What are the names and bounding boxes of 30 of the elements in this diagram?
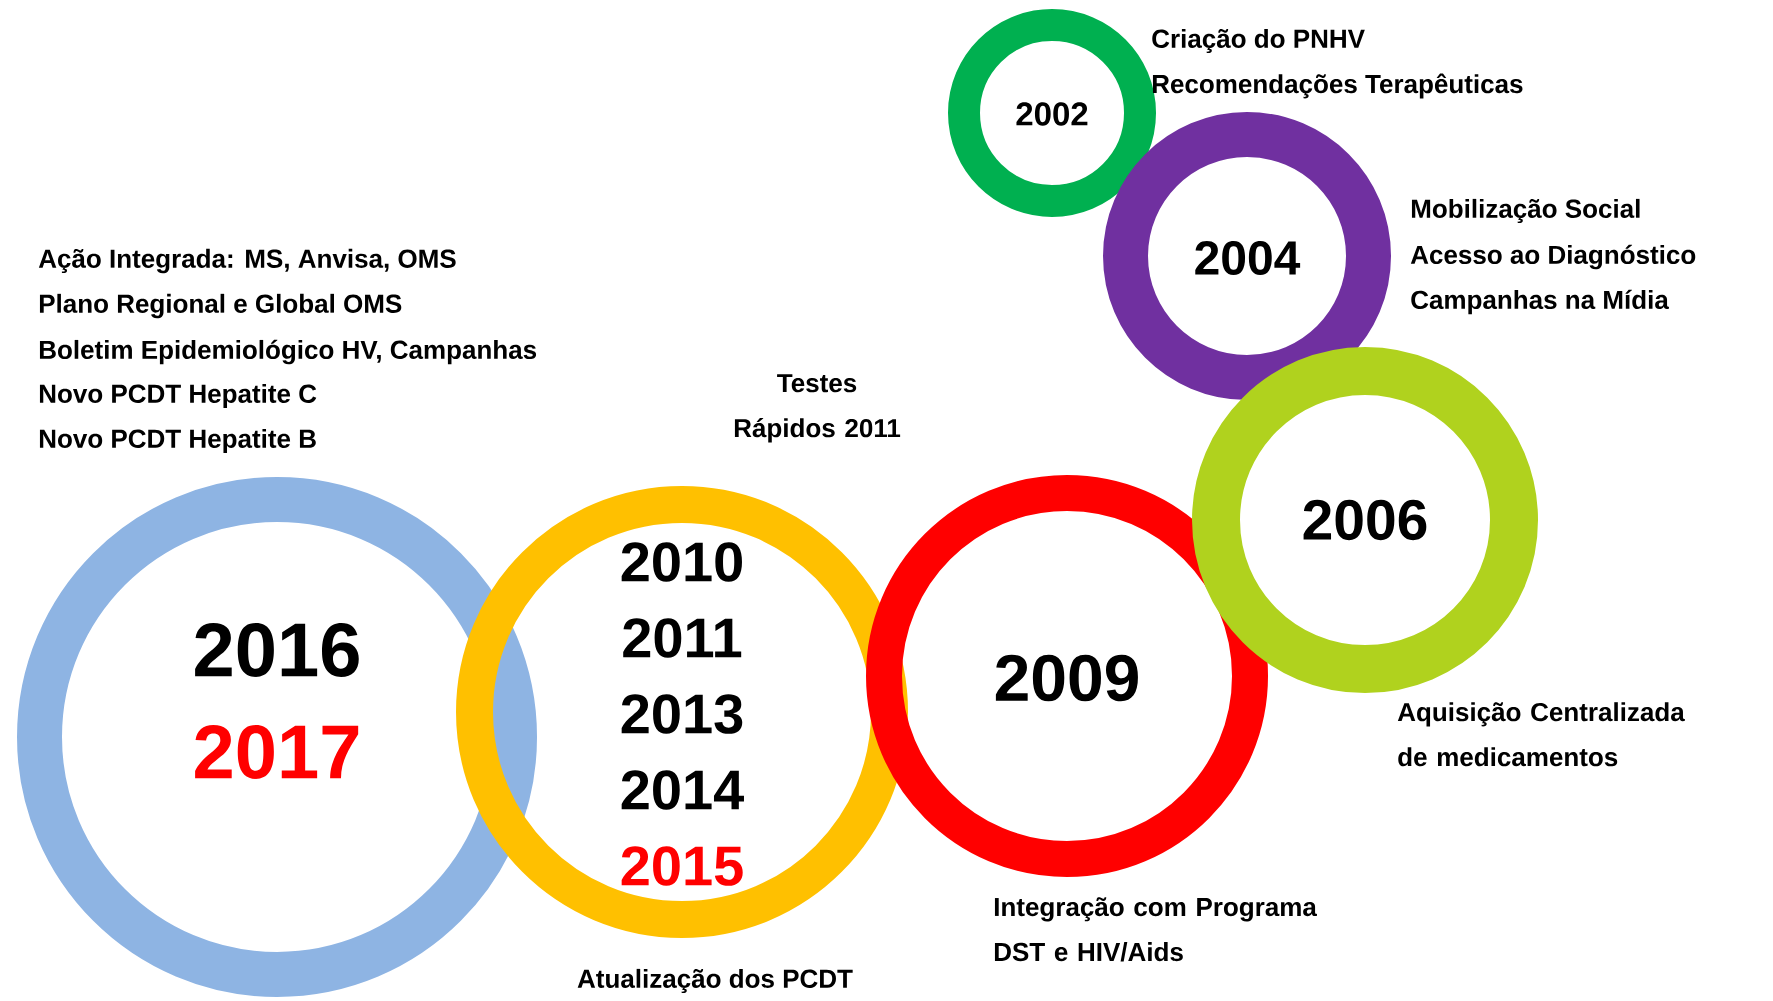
- year-ring: [1103, 112, 1391, 400]
- node-label: Mobilização Social: [1411, 198, 1640, 224]
- node-label: Plano Regional e Global OMS: [39, 293, 402, 319]
- node-label: Ação Integrada: MS, Anvisa, OMS: [38, 248, 456, 274]
- year-label: 2002: [1016, 102, 1088, 126]
- node-label: Integração com Programa DST e HIV/Aids: [994, 897, 1317, 962]
- node-label: Recomendações Terapêuticas: [1152, 73, 1523, 99]
- node-label: Criação do PNHV: [1152, 28, 1365, 54]
- year-label: 2009: [995, 654, 1138, 702]
- year-label: 2016: [195, 623, 359, 677]
- year-label: 2013: [621, 694, 743, 734]
- year-ring: [17, 477, 537, 997]
- year-ring: [866, 475, 1268, 877]
- node-label: Boletim Epidemiológico HV, Campanhas: [39, 339, 537, 365]
- year-label: 2011: [623, 618, 742, 658]
- node-label: Campanhas na Mídia: [1411, 289, 1669, 315]
- node-label: Aquisição Centralizada de medicamentos: [1397, 702, 1685, 767]
- year-label: 2004: [1195, 241, 1301, 275]
- year-label: 2014: [621, 770, 744, 810]
- node-label: Acesso ao Diagnóstico: [1410, 244, 1696, 270]
- year-ring: [456, 486, 908, 938]
- node-label: Atualização dos PCDT: [577, 968, 853, 994]
- year-label: 2017: [195, 725, 359, 779]
- note-label: Testes Rápidos 2011: [734, 374, 901, 443]
- year-label: 2006: [1303, 499, 1427, 541]
- year-label: 2010: [621, 542, 742, 582]
- node-label: Novo PCDT Hepatite B: [39, 428, 316, 454]
- year-label: 2015: [621, 846, 743, 886]
- node-label: Novo PCDT Hepatite C: [39, 383, 317, 409]
- year-ring: [1192, 347, 1538, 693]
